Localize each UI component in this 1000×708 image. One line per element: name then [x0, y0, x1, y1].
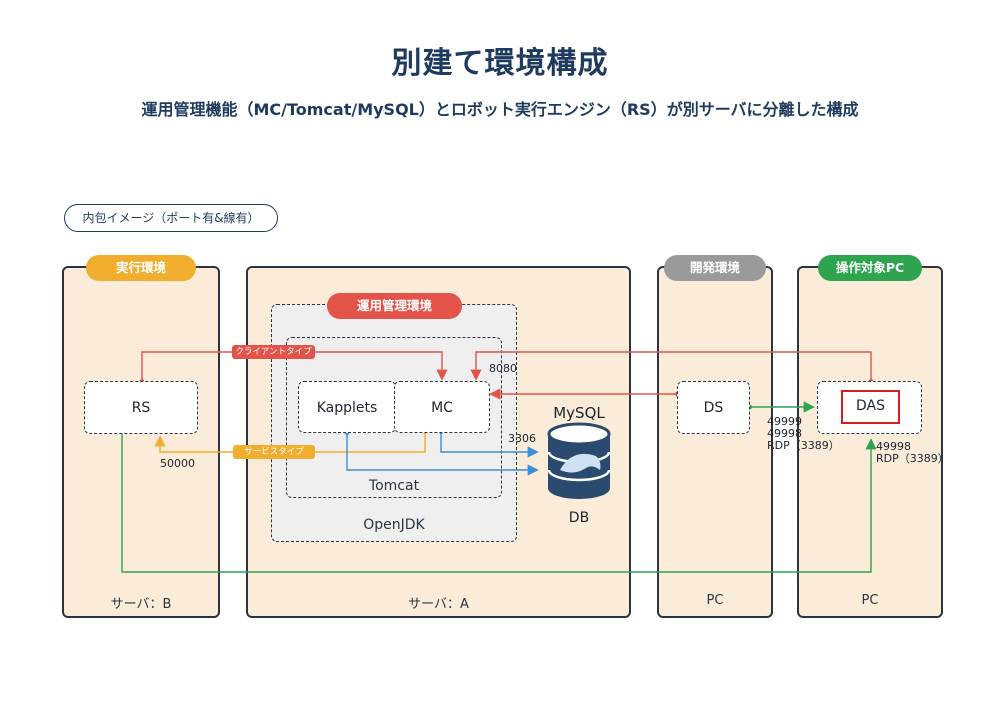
das-to-mc-line — [470, 351, 872, 381]
page-title: 別建て環境構成 — [391, 46, 609, 81]
target-pc-footer: PC — [861, 593, 879, 608]
ds-port-49998: 49998 — [767, 427, 802, 440]
mysql-label: MySQL — [553, 404, 605, 422]
page-subtitle: 運用管理機能（MC/Tomcat/MySQL）とロボット実行エンジン（RS）が別… — [141, 100, 859, 119]
tomcat-label: Tomcat — [368, 478, 420, 494]
database-icon — [547, 422, 611, 499]
das-node: DAS — [817, 381, 922, 434]
pill-execution-env: 実行環境 — [86, 255, 196, 281]
server-b-footer: サーバ：B — [110, 597, 172, 612]
server-a-footer: サーバ：A — [408, 597, 469, 612]
client-type-tag: クライアントタイプ — [232, 345, 315, 359]
kapplets-label: Kapplets — [316, 400, 378, 416]
das-highlight-box: DAS — [841, 390, 900, 424]
openjdk-label: OpenJDK — [363, 517, 425, 533]
mc-node: MC — [394, 381, 490, 433]
mc-to-db-line — [440, 432, 539, 458]
ds-label: DS — [703, 400, 724, 416]
das-port-rdp: RDP（3389） — [876, 452, 949, 465]
service-type-tag: サービスタイプ — [233, 445, 315, 459]
db-label: DB — [568, 510, 590, 526]
rs-node: RS — [84, 381, 198, 434]
legend-badge: 内包イメージ（ポート有&線有） — [64, 204, 278, 232]
pill-target-pc: 操作対象PC — [818, 255, 922, 281]
dev-pc-footer: PC — [706, 593, 724, 608]
das-port-49998: 49998 — [876, 440, 911, 453]
pill-ops-env: 運用管理環境 — [327, 293, 462, 319]
tomcat-container — [286, 337, 502, 498]
port-3306: 3306 — [508, 432, 536, 445]
kapplets-node: Kapplets — [298, 381, 396, 433]
rs-to-das-line — [121, 432, 877, 573]
port-8080: 8080 — [489, 362, 517, 375]
das-port-list: 49998 RDP（3389） — [876, 441, 949, 465]
dolphin-icon — [560, 453, 601, 473]
ds-port-rdp: RDP（3389） — [767, 439, 840, 452]
ds-node: DS — [677, 381, 750, 434]
port-50000: 50000 — [160, 457, 195, 470]
kapplets-to-db-line — [346, 433, 539, 476]
mc-label: MC — [431, 400, 453, 416]
pill-dev-env: 開発環境 — [664, 255, 766, 281]
ds-port-49999: 49999 — [767, 415, 802, 428]
ds-port-list: 49999 49998 RDP（3389） — [767, 416, 840, 452]
rs-label: RS — [131, 400, 151, 416]
das-label: DAS — [856, 398, 885, 414]
